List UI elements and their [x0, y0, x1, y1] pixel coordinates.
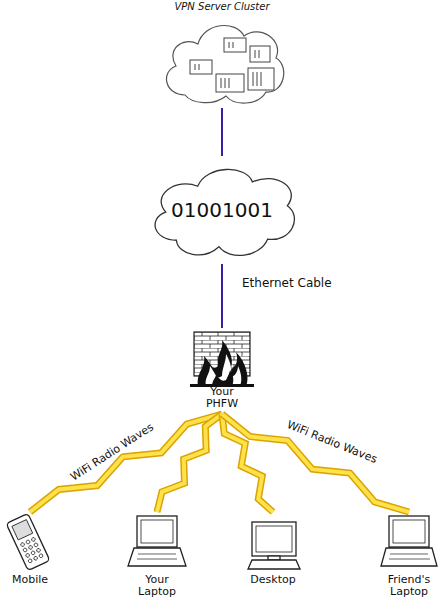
cable-line	[222, 108, 223, 156]
node-label: Mobile	[1, 574, 59, 586]
internet-cloud: 01001001	[146, 156, 298, 264]
laptop-icon	[381, 516, 437, 566]
wifi-bolt	[157, 414, 222, 512]
wifi-bolt	[222, 414, 409, 512]
laptop-icon	[128, 516, 186, 566]
server-cluster: VPN Server Cluster	[160, 0, 284, 108]
node-label: Your Laptop	[128, 574, 186, 598]
node-label: Your PHFW	[194, 386, 250, 410]
desktop-icon	[248, 522, 300, 569]
device-node: Friend's Laptop	[378, 512, 440, 602]
server-cloud	[166, 26, 283, 104]
node-label: 01001001	[171, 198, 273, 222]
node-label: Desktop	[244, 574, 302, 586]
firewall-node: Your PHFW	[182, 328, 262, 414]
device-node: Desktop	[243, 512, 303, 590]
cable-line	[222, 264, 223, 328]
wifi-bolt	[30, 414, 222, 512]
device-node: Mobile	[0, 512, 60, 590]
node-label: VPN Server Cluster	[175, 1, 270, 13]
wifi-bolt	[222, 414, 273, 512]
edge-label: WiFi Radio Waves	[283, 417, 381, 467]
device-node: Your Laptop	[127, 512, 187, 602]
node-label: Friend's Laptop	[379, 574, 439, 598]
mobile-icon	[6, 513, 50, 570]
edge-label: Ethernet Cable	[240, 277, 334, 290]
edge-label: WiFi Radio Waves	[66, 419, 157, 484]
firewall-icon	[190, 332, 254, 387]
